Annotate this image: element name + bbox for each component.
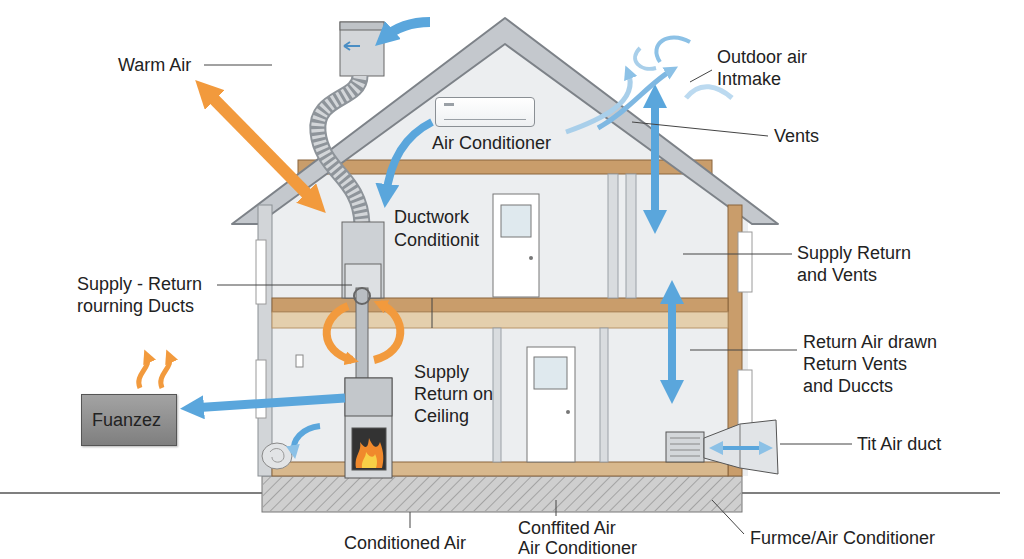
roll-spiral bbox=[270, 449, 284, 463]
outdoor-air-swirl bbox=[635, 48, 656, 69]
wall-post bbox=[600, 328, 608, 462]
flex-duct bbox=[318, 76, 362, 224]
outdoor-air-swirl bbox=[566, 72, 630, 132]
air-arrow bbox=[384, 22, 430, 38]
callout-label: Supply Return on Ceiling bbox=[414, 361, 509, 427]
flame bbox=[356, 438, 384, 468]
grille-slats bbox=[670, 438, 700, 456]
flame bbox=[362, 452, 377, 468]
leader-line bbox=[690, 70, 712, 82]
wall-post bbox=[626, 174, 636, 298]
callout-label: Vents bbox=[774, 125, 819, 147]
warm-air-arrow bbox=[374, 304, 400, 360]
ac-unit-body bbox=[435, 97, 535, 127]
air-arrow bbox=[651, 96, 659, 222]
attic-beam bbox=[298, 160, 712, 174]
leader-line bbox=[556, 500, 557, 516]
wall-post bbox=[608, 174, 618, 298]
foundation bbox=[262, 476, 742, 512]
air-arrow bbox=[668, 292, 676, 392]
door-window bbox=[534, 357, 567, 389]
callout-label: Return Air drawn Return Vents and Duccts bbox=[803, 331, 941, 397]
leader-line bbox=[780, 444, 852, 445]
callout-label: Warm Air bbox=[118, 54, 191, 76]
leader-line bbox=[410, 512, 411, 528]
door-window bbox=[501, 205, 531, 237]
roof-vent-box bbox=[340, 22, 384, 76]
ground-floor bbox=[272, 462, 728, 476]
window bbox=[738, 370, 752, 426]
heat-wisp bbox=[161, 356, 170, 388]
callout-label: Conditioned Air bbox=[344, 532, 466, 554]
window bbox=[738, 232, 752, 292]
air-conditioner-unit: Air Conditioner bbox=[432, 96, 558, 156]
door-knob bbox=[529, 256, 533, 260]
window bbox=[256, 360, 266, 418]
leader-line bbox=[217, 285, 352, 286]
callout-label: Supply Return and Vents bbox=[797, 242, 927, 286]
furnace-top bbox=[345, 378, 392, 416]
outdoor-air-swirl bbox=[598, 70, 672, 128]
window bbox=[256, 240, 266, 304]
duct-box bbox=[342, 222, 384, 298]
unit-label: Air Conditioner bbox=[432, 132, 551, 154]
callout-label: Ductwork Conditionit bbox=[394, 206, 494, 252]
light-switch bbox=[296, 355, 303, 367]
ac-indicator bbox=[444, 103, 454, 106]
foundation-hatch bbox=[262, 476, 742, 512]
leader-line bbox=[690, 350, 797, 351]
pipe-ring bbox=[354, 288, 370, 304]
callout-label: Conffited Air Air Conditioner bbox=[518, 518, 640, 558]
warm-air-arrow bbox=[327, 306, 352, 360]
leader-line bbox=[432, 298, 433, 328]
callout-label: Supply - Return rourning Ducts bbox=[77, 273, 217, 317]
air-arrow bbox=[716, 446, 766, 450]
callout-label: Tit Air duct bbox=[857, 433, 941, 455]
leader-line bbox=[683, 254, 792, 255]
air-duct bbox=[704, 420, 778, 474]
outdoor-air-swirl bbox=[656, 38, 690, 62]
door-knob bbox=[566, 410, 570, 414]
box-label: Fuanzez bbox=[92, 409, 170, 431]
roof-vent-cap bbox=[340, 22, 384, 30]
wall-post bbox=[493, 328, 501, 462]
heat-wisp bbox=[139, 356, 148, 388]
air-arrow bbox=[192, 398, 345, 408]
leader-line bbox=[712, 500, 744, 534]
insulation-roll bbox=[262, 443, 292, 469]
flex-duct-ribs bbox=[318, 76, 362, 224]
house-interior bbox=[262, 44, 748, 476]
furnace bbox=[345, 378, 392, 478]
leader-line bbox=[204, 65, 272, 66]
callout-label: Outdoor air Intmake bbox=[717, 46, 822, 90]
vent-pointer bbox=[344, 42, 360, 50]
fire-window bbox=[352, 428, 386, 470]
leader-line bbox=[632, 122, 768, 136]
door bbox=[493, 194, 539, 297]
air-arrow bbox=[386, 122, 432, 196]
ac-vent-slot bbox=[444, 119, 526, 120]
return-grille bbox=[666, 432, 704, 462]
warm-air-arrow bbox=[205, 90, 316, 203]
air-arrow bbox=[294, 426, 320, 452]
callout-label: Furmce/Air Conditioner bbox=[750, 527, 935, 549]
door bbox=[527, 347, 575, 462]
furnace-box: Fuanzez bbox=[81, 394, 177, 446]
